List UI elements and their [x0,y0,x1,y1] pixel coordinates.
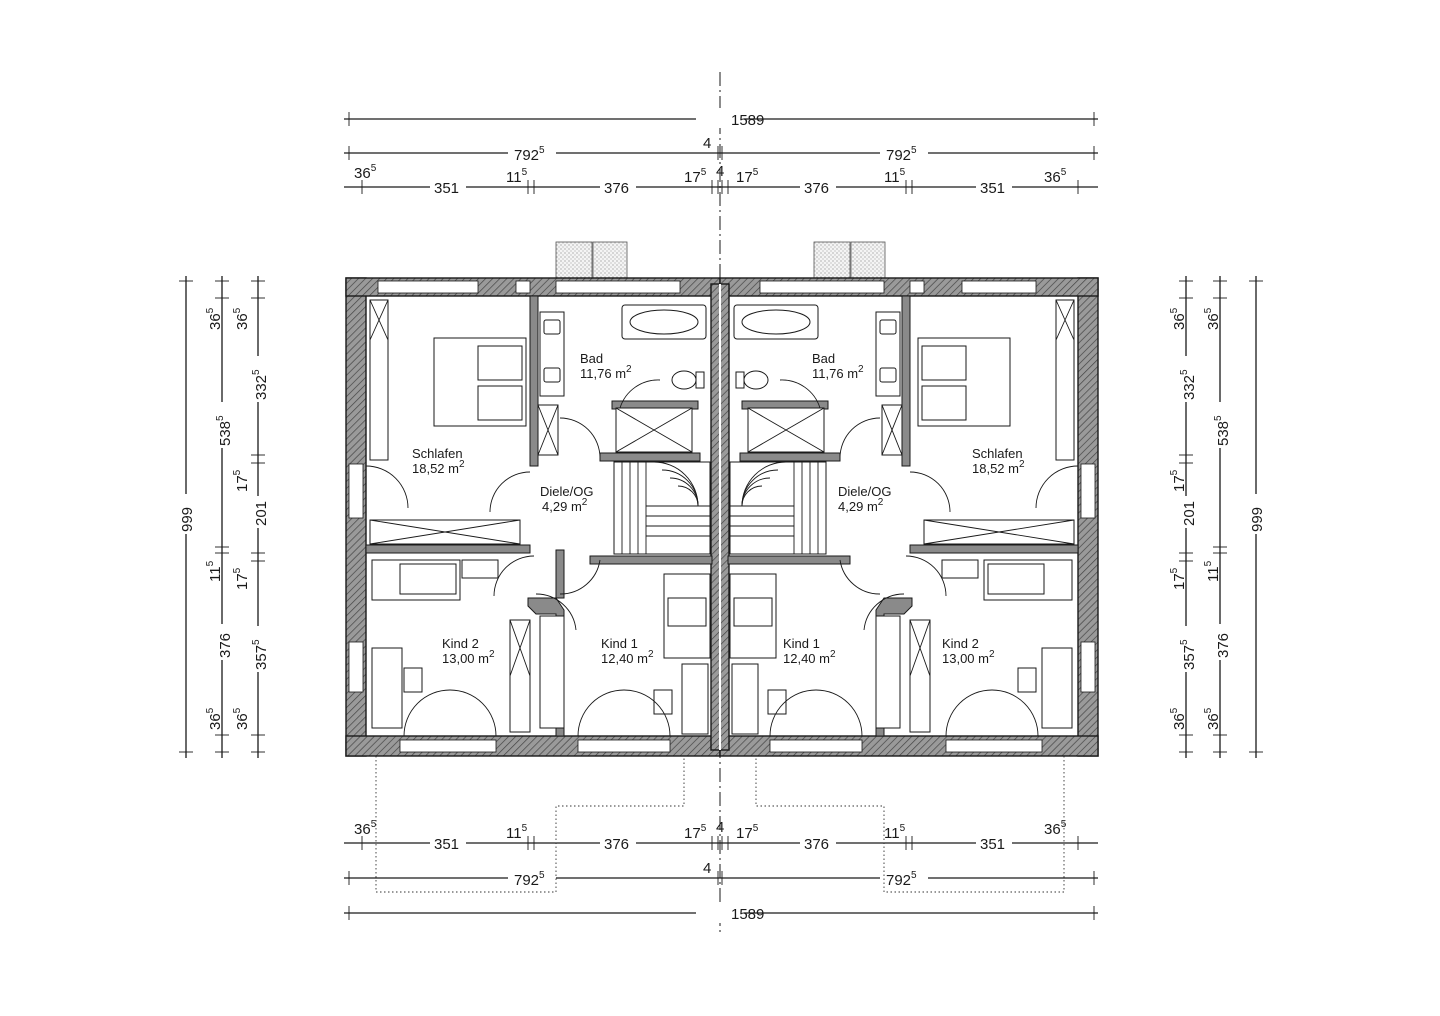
svg-text:175: 175 [1169,567,1188,590]
svg-text:3575: 3575 [1179,639,1198,670]
svg-text:175: 175 [1169,469,1188,492]
svg-text:365: 365 [354,163,377,182]
svg-text:4: 4 [716,163,724,180]
room-kind2-left-name: Kind 2 [442,636,479,651]
room-kind2-right-name: Kind 2 [942,636,979,651]
svg-text:175: 175 [736,167,759,186]
bottom-dimensions: 365 351 115 376 175 4 175 376 115 351 36… [344,819,1098,923]
svg-text:175: 175 [684,823,707,842]
room-kind1-left-area: 12,40 m2 [601,649,654,666]
stairs [613,461,827,555]
room-schlafen-right-name: Schlafen [972,446,1023,461]
room-bad-left-name: Bad [580,351,603,366]
svg-text:365: 365 [205,707,224,730]
svg-text:175: 175 [736,823,759,842]
room-diele-right-area: 4,29 m2 [838,497,884,514]
room-bad-right-area: 11,76 m2 [812,364,864,381]
doors [365,379,1079,737]
room-kind2-left-area: 13,00 m2 [442,649,495,666]
room-kind2-right-area: 13,00 m2 [942,649,995,666]
svg-text:201: 201 [253,501,270,526]
top-dimensions: 1589 7925 7925 4 365 351 115 376 175 4 1… [344,108,1098,197]
room-kind1-left-name: Kind 1 [601,636,638,651]
svg-text:376: 376 [604,180,629,197]
svg-text:4: 4 [716,819,724,836]
svg-text:115: 115 [506,167,528,186]
svg-text:365: 365 [1203,707,1222,730]
svg-text:351: 351 [434,180,459,197]
dim-overall-bottom: 1589 [731,906,764,923]
svg-text:7925: 7925 [514,870,545,889]
svg-text:7925: 7925 [886,870,917,889]
svg-text:351: 351 [980,836,1005,853]
fixtures [369,299,1075,735]
svg-text:175: 175 [684,167,707,186]
svg-text:365: 365 [1169,707,1188,730]
svg-text:376: 376 [604,836,629,853]
svg-text:5385: 5385 [1213,415,1232,446]
svg-text:365: 365 [1203,307,1222,330]
svg-text:365: 365 [205,307,224,330]
room-labels: Bad 11,76 m2 Bad 11,76 m2 Schlafen 18,52… [412,351,1025,666]
svg-text:5385: 5385 [215,415,234,446]
svg-text:376: 376 [804,836,829,853]
svg-text:115: 115 [205,560,224,582]
room-diele-right-name: Diele/OG [838,484,891,499]
room-schlafen-left-area: 18,52 m2 [412,459,465,476]
svg-text:376: 376 [1215,633,1232,658]
svg-text:365: 365 [1169,307,1188,330]
svg-text:115: 115 [506,823,528,842]
svg-text:376: 376 [804,180,829,197]
room-bad-left-area: 11,76 m2 [580,364,632,381]
svg-text:365: 365 [232,707,251,730]
dim-half-right: 7925 [886,145,917,164]
room-bad-right-name: Bad [812,351,835,366]
svg-text:115: 115 [884,823,906,842]
svg-text:999: 999 [1249,507,1266,532]
svg-text:4: 4 [703,860,711,877]
svg-text:175: 175 [232,469,251,492]
svg-text:365: 365 [1044,167,1067,186]
svg-text:999: 999 [179,507,196,532]
dim-overall-top: 1589 [731,112,764,129]
svg-text:351: 351 [434,836,459,853]
right-dimensions: 365 3325 175 201 175 3575 365 365 5385 1… [1169,276,1266,758]
dim-party-wall-top: 4 [703,135,711,152]
dim-half-left: 7925 [514,145,545,164]
room-diele-left-area: 4,29 m2 [542,497,588,514]
svg-text:376: 376 [217,633,234,658]
svg-text:175: 175 [232,567,251,590]
room-schlafen-right-area: 18,52 m2 [972,459,1025,476]
svg-text:3325: 3325 [1179,369,1198,400]
svg-text:115: 115 [884,167,906,186]
svg-text:365: 365 [354,819,377,838]
building-walls [345,277,1099,757]
svg-text:3325: 3325 [251,369,270,400]
svg-text:201: 201 [1181,501,1198,526]
room-diele-left-name: Diele/OG [540,484,593,499]
room-schlafen-left-name: Schlafen [412,446,463,461]
svg-text:365: 365 [232,307,251,330]
svg-text:365: 365 [1044,819,1067,838]
left-dimensions: 999 365 5385 115 376 365 365 3325 175 20… [176,276,270,758]
balcony-outline [375,752,1065,893]
svg-text:3575: 3575 [251,639,270,670]
svg-text:351: 351 [980,180,1005,197]
room-kind1-right-name: Kind 1 [783,636,820,651]
svg-text:115: 115 [1203,560,1222,582]
room-kind1-right-area: 12,40 m2 [783,649,836,666]
